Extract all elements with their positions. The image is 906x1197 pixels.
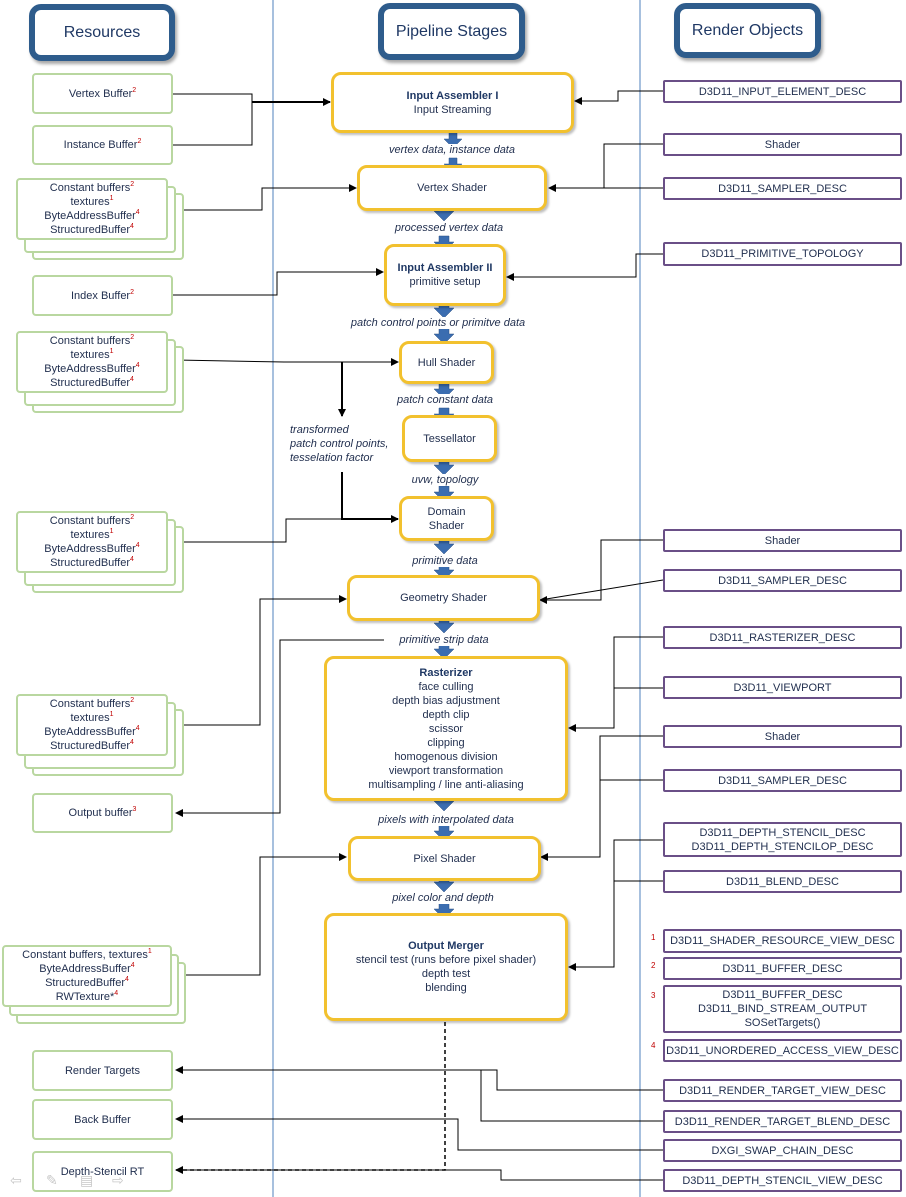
blend-desc-box: D3D11_BLEND_DESC	[663, 870, 902, 893]
shader-resources-group-om: Constant buffers, textures1 ByteAddressB…	[2, 945, 172, 1007]
geometry-shader-label: Geometry Shader	[400, 592, 487, 604]
rasterizer-step: face culling	[418, 680, 474, 693]
output-buffer-box: Output buffer3	[32, 793, 173, 833]
render-targets-box: Render Targets	[32, 1050, 173, 1091]
menu-icon[interactable]: ▤	[80, 1172, 94, 1188]
depth-stencil-rt-box: Depth-Stencil RT	[32, 1151, 173, 1192]
vertex-shader-stage: Vertex Shader	[357, 165, 547, 211]
input-assembler-2-subtitle: primitive setup	[409, 276, 481, 288]
patch-control-points-label: patch control points or primitve data	[348, 317, 528, 329]
back-buffer-label: Back Buffer	[74, 1113, 131, 1126]
rasterizer-step: homogenous division	[394, 750, 498, 763]
pixel-shader-stage: Pixel Shader	[348, 836, 541, 881]
patch-constant-data-label: patch constant data	[394, 394, 496, 406]
input-assembler-2-title: Input Assembler II	[397, 262, 493, 274]
rasterizer-title: Rasterizer	[419, 666, 473, 679]
shader-resources-group-vs: Constant buffers2 textures1 ByteAddressB…	[16, 178, 168, 240]
domain-shader-stage: Domain Shader	[399, 496, 494, 541]
hull-shader-stage: Hull Shader	[399, 341, 494, 384]
sampler-desc-box: D3D11_SAMPLER_DESC	[663, 769, 902, 792]
input-assembler-1-stage: Input Assembler I Input Streaming	[331, 72, 574, 133]
render-targets-label: Render Targets	[64, 1064, 140, 1077]
rt-blend-desc-box: D3D11_RENDER_TARGET_BLEND_DESC	[663, 1110, 902, 1133]
rasterizer-step: scissor	[428, 722, 464, 735]
input-assembler-2-stage: Input Assembler II primitive setup	[384, 244, 506, 306]
pixels-interpolated-label: pixels with interpolated data	[376, 814, 516, 826]
vertex-buffer-box: Vertex Buffer2	[32, 73, 173, 114]
shader-object-box: Shader	[663, 529, 902, 552]
domain-shader-label-2: Shader	[428, 519, 465, 532]
rtv-desc-box: D3D11_RENDER_TARGET_VIEW_DESC	[663, 1079, 902, 1102]
viewport-box: D3D11_VIEWPORT	[663, 676, 902, 699]
output-merger-step: depth test	[421, 968, 471, 980]
primitive-strip-data-label: primitive strip data	[397, 634, 491, 646]
srv-desc-box: D3D11_SHADER_RESOURCE_VIEW_DESC	[663, 929, 902, 953]
rasterizer-stage: Rasterizer face culling depth bias adjus…	[324, 656, 568, 801]
output-merger-stage: Output Merger stencil test (runs before …	[324, 913, 568, 1021]
footnote-marker-1: 1	[651, 933, 656, 942]
tessellator-stage: Tessellator	[402, 415, 497, 462]
input-assembler-1-title: Input Assembler I	[406, 89, 499, 102]
rasterizer-step: viewport transformation	[388, 764, 504, 777]
output-merger-step: stencil test (runs before pixel shader)	[355, 954, 537, 966]
shader-object-box: Shader	[663, 133, 902, 156]
next-slide-icon[interactable]: ⇨	[112, 1172, 124, 1188]
pipeline-header: Pipeline Stages	[378, 3, 525, 60]
depth-stencil-rt-label: Depth-Stencil RT	[60, 1165, 145, 1178]
vertex-instance-data-label: vertex data, instance data	[387, 144, 517, 156]
output-merger-title: Output Merger	[408, 940, 484, 952]
input-element-desc-box: D3D11_INPUT_ELEMENT_DESC	[663, 80, 902, 103]
render-objects-header-label: Render Objects	[691, 21, 804, 39]
input-assembler-1-subtitle: Input Streaming	[413, 103, 492, 116]
shader-resources-group-gs: Constant buffers2 textures1 ByteAddressB…	[16, 694, 168, 756]
dsv-desc-box: D3D11_DEPTH_STENCIL_VIEW_DESC	[663, 1169, 902, 1192]
output-merger-step: blending	[425, 982, 467, 994]
vertex-buffer-label: Vertex Buffer2	[68, 86, 137, 100]
processed-vertex-data-label: processed vertex data	[392, 222, 506, 234]
vertex-shader-label: Vertex Shader	[417, 182, 487, 194]
rasterizer-step: multisampling / line anti-aliasing	[368, 778, 524, 791]
stream-output-box: D3D11_BUFFER_DESC D3D11_BIND_STREAM_OUTP…	[663, 985, 902, 1033]
buffer-desc-box: D3D11_BUFFER_DESC	[663, 957, 902, 980]
pixel-color-depth-label: pixel color and depth	[390, 892, 496, 904]
pixel-shader-label: Pixel Shader	[413, 852, 476, 865]
back-buffer-box: Back Buffer	[32, 1099, 173, 1140]
domain-shader-label-1: Domain	[427, 505, 466, 518]
uvw-topology-label: uvw, topology	[409, 474, 481, 486]
output-buffer-label: Output buffer3	[68, 806, 137, 819]
tessellator-label: Tessellator	[423, 432, 476, 445]
sampler-desc-box: D3D11_SAMPLER_DESC	[663, 569, 902, 592]
depth-stencil-desc-box: D3D11_DEPTH_STENCIL_DESC D3D11_DEPTH_STE…	[663, 822, 902, 857]
sampler-desc-box: D3D11_SAMPLER_DESC	[663, 177, 902, 200]
footnote-marker-4: 4	[651, 1041, 656, 1050]
instance-buffer-box: Instance Buffer2	[32, 125, 173, 165]
transformed-patch-label: transformed patch control points, tessel…	[290, 424, 389, 464]
rasterizer-step: depth clip	[422, 708, 470, 721]
index-buffer-label: Index Buffer2	[70, 288, 135, 302]
shader-resources-group-hs: Constant buffers2 textures1 ByteAddressB…	[16, 331, 168, 393]
uav-desc-box: D3D11_UNORDERED_ACCESS_VIEW_DESC	[663, 1039, 902, 1062]
rasterizer-desc-box: D3D11_RASTERIZER_DESC	[663, 626, 902, 649]
instance-buffer-label: Instance Buffer2	[63, 138, 142, 151]
pen-icon[interactable]: ✎	[46, 1172, 58, 1188]
rasterizer-step: clipping	[427, 736, 465, 749]
resources-header: Resources	[29, 4, 175, 61]
footnote-marker-2: 2	[651, 961, 656, 970]
shader-object-box: Shader	[663, 725, 902, 748]
previous-slide-icon[interactable]: ⇦	[10, 1172, 22, 1188]
primitive-data-label: primitive data	[410, 555, 480, 567]
resources-header-label: Resources	[63, 23, 141, 41]
hull-shader-label: Hull Shader	[417, 356, 476, 369]
footnote-marker-3: 3	[651, 991, 656, 1000]
render-objects-header: Render Objects	[674, 3, 821, 58]
rasterizer-step: depth bias adjustment	[392, 694, 500, 707]
index-buffer-box: Index Buffer2	[32, 275, 173, 316]
geometry-shader-stage: Geometry Shader	[347, 575, 540, 621]
pipeline-header-label: Pipeline Stages	[395, 22, 508, 40]
shader-resources-group-ds: Constant buffers2 textures1 ByteAddressB…	[16, 511, 168, 573]
swap-chain-desc-box: DXGI_SWAP_CHAIN_DESC	[663, 1139, 902, 1162]
primitive-topology-box: D3D11_PRIMITIVE_TOPOLOGY	[663, 242, 902, 266]
